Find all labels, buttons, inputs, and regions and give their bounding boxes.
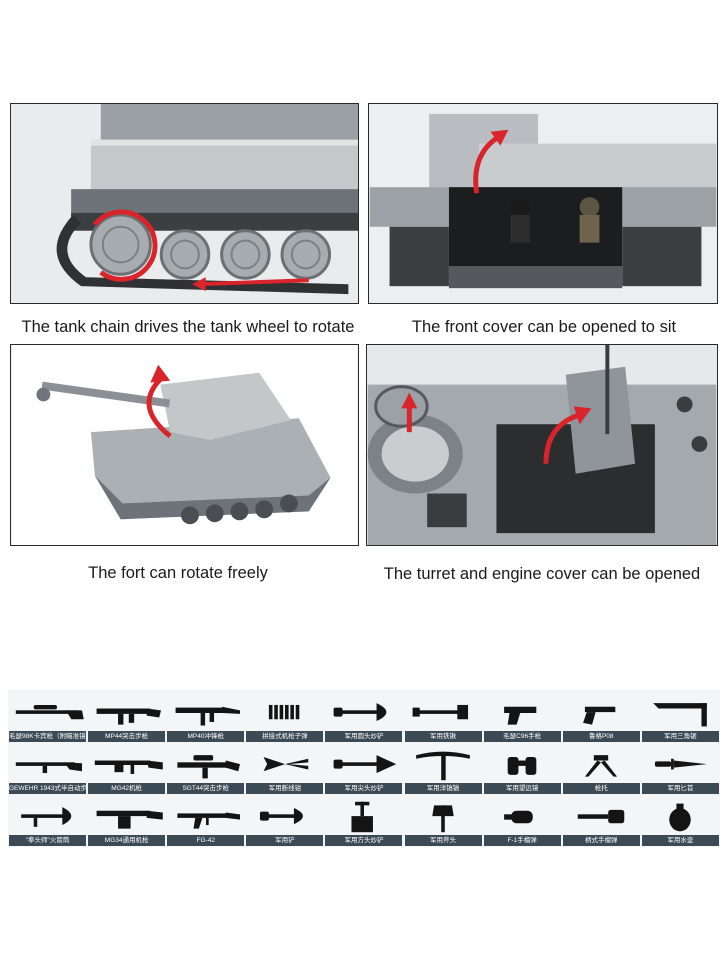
weapon-item: 毛瑟C96手枪 xyxy=(483,692,561,742)
weapon-item: 军用三角锯 xyxy=(641,692,719,742)
fg42-rifle-icon xyxy=(167,798,244,836)
weapon-label: 拼接式机枪子弹 xyxy=(246,731,324,742)
pickaxe-icon xyxy=(405,746,482,784)
weapon-item: 柄式手榴弹 xyxy=(562,796,640,846)
weapon-item: 军用尖头炒铲 xyxy=(325,744,403,794)
pointed-shovel-icon xyxy=(325,746,402,784)
weapon-label: 军用方头炒铲 xyxy=(325,835,403,846)
weapon-label: GEWEHR 1943式半自动步枪 xyxy=(9,783,87,794)
fort-rotate-illustration xyxy=(11,345,358,545)
weapon-item: 军用水壶 xyxy=(641,796,719,846)
weapon-item: 军用斧头 xyxy=(404,796,482,846)
tank-chain-illustration xyxy=(56,104,358,295)
wire-cutter-icon xyxy=(246,746,323,784)
weapon-item: FG-42 xyxy=(167,796,245,846)
weapon-item: "拳头师"火箭筒 xyxy=(9,796,87,846)
panel-fort-rotate xyxy=(10,344,359,546)
stick-grenade-icon xyxy=(563,798,640,836)
weapon-label: 军用三角锯 xyxy=(641,731,719,742)
front-cover-illustration xyxy=(369,104,717,303)
weapon-item: 枪托 xyxy=(562,744,640,794)
grenade-icon xyxy=(484,798,561,836)
panel-turret-engine xyxy=(366,344,718,546)
weapon-label: 毛瑟C96手枪 xyxy=(483,731,561,742)
weapon-label: MP44突击步枪 xyxy=(88,731,166,742)
luger-pistol-icon xyxy=(563,694,640,732)
iron-spade-icon xyxy=(405,694,482,732)
submachine-gun-icon xyxy=(167,694,244,732)
assault-rifle-icon xyxy=(88,694,165,732)
caption-tank-chain: The tank chain drives the tank wheel to … xyxy=(21,318,355,336)
weapon-label: 军用水壶 xyxy=(641,835,719,846)
weapon-item: 军用铁锹 xyxy=(404,692,482,742)
weapon-label: 军用铁锹 xyxy=(404,731,482,742)
weapon-item: MG42机枪 xyxy=(88,744,166,794)
weapon-item: 军用方头炒铲 xyxy=(325,796,403,846)
dagger-icon xyxy=(642,746,719,784)
weapon-label: MP40冲锋枪 xyxy=(167,731,245,742)
weapon-label: 军用尖头炒铲 xyxy=(325,783,403,794)
weapon-item: 军用断线钳 xyxy=(246,744,324,794)
heavy-machine-gun-icon xyxy=(88,798,165,836)
weapon-item: SGT44突击步枪 xyxy=(167,744,245,794)
rocket-launcher-icon xyxy=(9,798,86,836)
weapon-item: F-1手榴弹 xyxy=(483,796,561,846)
short-shovel-icon xyxy=(246,798,323,836)
weapon-label: 鲁格P08 xyxy=(562,731,640,742)
bipod-icon xyxy=(563,746,640,784)
weapon-item: 军用望远镜 xyxy=(483,744,561,794)
weapon-item: MG34通用机枪 xyxy=(88,796,166,846)
machine-gun-icon xyxy=(88,746,165,784)
weapon-item: 拼接式机枪子弹 xyxy=(246,692,324,742)
weapon-label: 毛瑟98K卡宾枪（附瞄准镜） xyxy=(9,731,87,742)
weapon-label: 军用断线钳 xyxy=(246,783,324,794)
weapon-label: 军用洋镐镐 xyxy=(404,783,482,794)
weapon-item: GEWEHR 1943式半自动步枪 xyxy=(9,744,87,794)
semi-auto-rifle-icon xyxy=(9,746,86,784)
weapon-item: 军用洋镐镐 xyxy=(404,744,482,794)
weapon-label: 军用铲 xyxy=(246,835,324,846)
caption-turret-engine: The turret and engine cover can be opene… xyxy=(383,565,701,583)
weapon-label: FG-42 xyxy=(167,835,245,846)
weapon-label: 军用望远镜 xyxy=(483,783,561,794)
round-shovel-icon xyxy=(325,694,402,732)
weapon-label: "拳头师"火箭筒 xyxy=(9,835,87,846)
weapon-label: 柄式手榴弹 xyxy=(562,835,640,846)
weapon-item: 军用匕首 xyxy=(641,744,719,794)
weapon-label: SGT44突击步枪 xyxy=(167,783,245,794)
weapon-label: 枪托 xyxy=(562,783,640,794)
axe-icon xyxy=(405,798,482,836)
weapon-item: 军用圆头炒铲 xyxy=(325,692,403,742)
weapon-label: F-1手榴弹 xyxy=(483,835,561,846)
weapon-item: MP44突击步枪 xyxy=(88,692,166,742)
weapon-label: 军用斧头 xyxy=(404,835,482,846)
weapon-item: 毛瑟98K卡宾枪（附瞄准镜） xyxy=(9,692,87,742)
triangle-saw-icon xyxy=(642,694,719,732)
caption-fort-rotate: The fort can rotate freely xyxy=(88,564,268,582)
sniper-rifle-icon xyxy=(9,694,86,732)
panel-front-cover xyxy=(368,103,718,304)
square-shovel-icon xyxy=(325,798,402,836)
scoped-rifle-icon xyxy=(167,746,244,784)
turret-engine-illustration xyxy=(367,345,717,545)
weapon-item: 鲁格P08 xyxy=(562,692,640,742)
caption-front-cover: The front cover can be opened to sit xyxy=(411,318,677,336)
weapon-label: MG42机枪 xyxy=(88,783,166,794)
canteen-icon xyxy=(642,798,719,836)
c96-pistol-icon xyxy=(484,694,561,732)
weapon-item: MP40冲锋枪 xyxy=(167,692,245,742)
panel-tank-chain xyxy=(10,103,359,304)
weapon-item: 军用铲 xyxy=(246,796,324,846)
weapon-label: 军用圆头炒铲 xyxy=(325,731,403,742)
binoculars-icon xyxy=(484,746,561,784)
weapon-label: 军用匕首 xyxy=(641,783,719,794)
weapon-label: MG34通用机枪 xyxy=(88,835,166,846)
ammo-belt-icon xyxy=(246,694,323,732)
